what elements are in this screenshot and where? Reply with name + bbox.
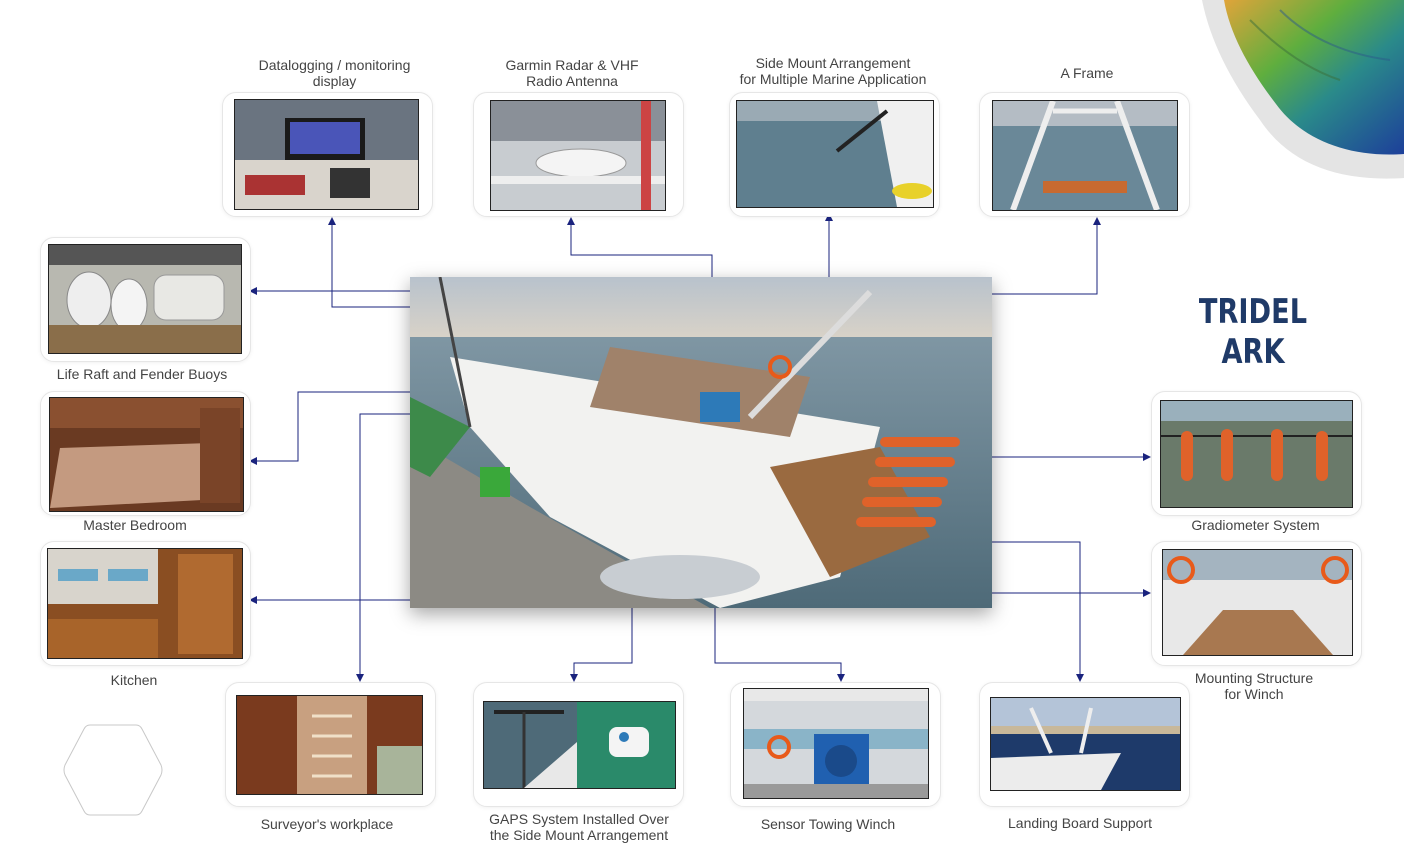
- photo-radar: [490, 100, 666, 211]
- kitchen-photo-icon: [48, 549, 242, 658]
- monitor-photo-icon: [235, 100, 418, 209]
- gradiometer-photo-icon: [1161, 401, 1352, 507]
- label-mounting: Mounting Structure for Winch: [1194, 670, 1314, 702]
- photo-mounting: [1162, 549, 1353, 656]
- label-a-frame: A Frame: [1060, 65, 1114, 81]
- sea-photo-icon: [737, 101, 933, 207]
- a-frame-photo-icon: [993, 101, 1177, 210]
- label-gaps: GAPS System Installed Over the Side Moun…: [489, 811, 669, 843]
- label-radar: Garmin Radar & VHF Radio Antenna: [505, 57, 639, 89]
- winch-photo-icon: [744, 689, 928, 798]
- photo-side-mount: [736, 100, 934, 208]
- central-boat-photo: [410, 277, 992, 608]
- photo-life-raft: [48, 244, 242, 354]
- label-landing: Landing Board Support: [1008, 815, 1152, 831]
- label-surveyor: Surveyor's workplace: [260, 816, 394, 832]
- label-kitchen: Kitchen: [110, 672, 158, 688]
- raft-photo-icon: [49, 245, 241, 353]
- photo-gradiometer: [1160, 400, 1353, 508]
- bathymetry-corner-graphic: [1202, 0, 1404, 179]
- boat-photo-icon: [410, 277, 992, 608]
- photo-winch: [743, 688, 929, 799]
- photo-gaps: [483, 701, 676, 789]
- photo-a-frame: [992, 100, 1178, 211]
- hexagon-outline-decoration: [63, 724, 163, 816]
- label-datalogging: Datalogging / monitoring display: [258, 57, 411, 89]
- photo-surveyor: [236, 695, 423, 795]
- label-bedroom: Master Bedroom: [83, 517, 187, 533]
- deck-photo-icon: [1163, 550, 1352, 655]
- label-side-mount: Side Mount Arrangement for Multiple Mari…: [739, 55, 927, 87]
- bedroom-photo-icon: [50, 398, 243, 511]
- label-gradiometer: Gradiometer System: [1191, 517, 1320, 533]
- cabin-photo-icon: [237, 696, 422, 794]
- gaps-photo-icon: [484, 702, 675, 788]
- radar-photo-icon: [491, 101, 665, 210]
- harbor-photo-icon: [991, 698, 1180, 790]
- photo-landing: [990, 697, 1181, 791]
- photo-bedroom: [49, 397, 244, 512]
- photo-datalogging: [234, 99, 419, 210]
- brand-title: TRIDEL ARK: [1198, 292, 1308, 372]
- label-life-raft: Life Raft and Fender Buoys: [56, 366, 228, 382]
- photo-kitchen: [47, 548, 243, 659]
- label-winch: Sensor Towing Winch: [760, 816, 896, 832]
